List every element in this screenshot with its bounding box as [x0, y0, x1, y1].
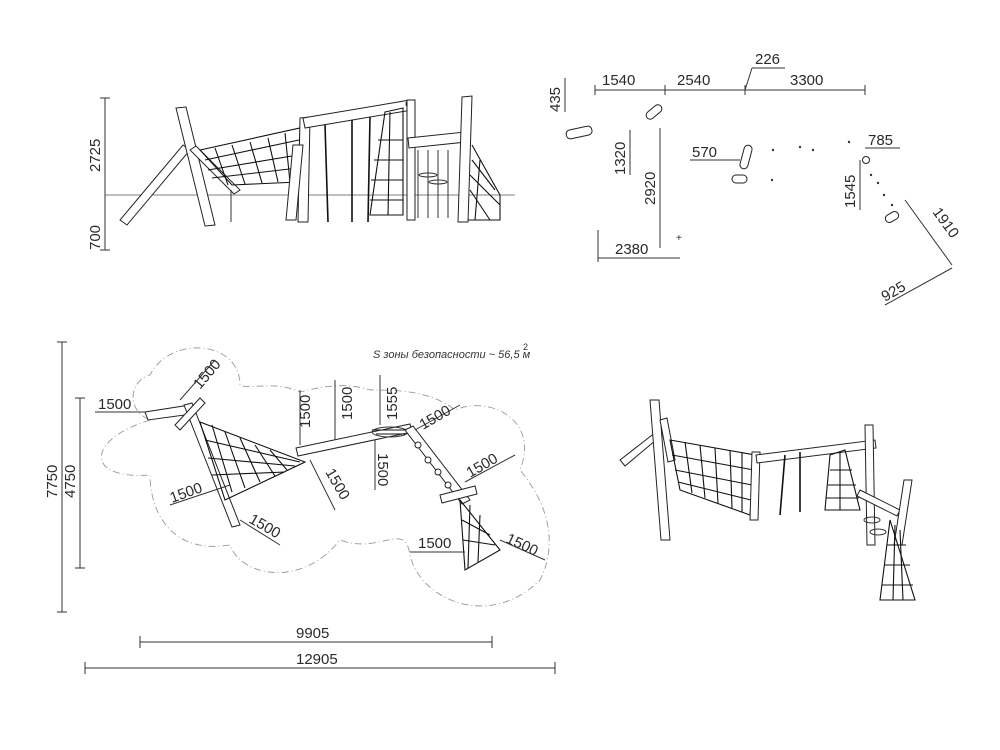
svg-text:+: + — [676, 233, 682, 244]
zone-dim: 1500 — [98, 396, 131, 413]
post-layout-view: 1540 2540 3300 226 435 + 1320 — [547, 51, 962, 305]
safety-zone-area-note: S зоны безопасности ~ 56,5 м — [373, 349, 531, 361]
leaning-post — [119, 144, 191, 226]
dim-1910: 1910 — [929, 204, 962, 241]
zone-dim: 1500 — [418, 535, 451, 552]
dim-435: 435 — [547, 87, 564, 112]
climbing-net-plan — [199, 421, 307, 501]
vertical-post — [864, 424, 876, 546]
dim-570: 570 — [692, 144, 717, 161]
zone-dim: 1500 — [374, 453, 391, 486]
zone-dim: 1500 — [503, 530, 540, 560]
dim-925: 925 — [879, 278, 909, 305]
rung-beam — [407, 131, 467, 149]
dim-3300: 3300 — [790, 72, 823, 89]
zone-dim: 1500 — [417, 402, 454, 433]
diag-dimension-line — [904, 199, 953, 266]
rung-beam — [856, 489, 901, 517]
climbing-net — [198, 127, 301, 186]
vertical-post — [749, 451, 761, 521]
zone-dim: 1500 — [246, 511, 283, 542]
dim-2540: 2540 — [677, 72, 710, 89]
dim-2920: 2920 — [642, 172, 659, 205]
safety-zone-outline — [100, 347, 550, 607]
dim-height-2725: 2725 — [87, 139, 104, 172]
climbing-net — [369, 107, 404, 216]
side-elevation-view: 2725 700 — [87, 95, 515, 251]
climbing-net — [468, 144, 501, 221]
vertical-post — [285, 144, 304, 221]
vertical-post — [406, 99, 416, 221]
dim-1540: 1540 — [602, 72, 635, 89]
zone-dim: 1500 — [464, 450, 501, 481]
dim-depth-700: 700 — [87, 225, 104, 250]
zone-dim: 1500 — [190, 356, 224, 392]
zone-dim: 1500 — [168, 479, 205, 506]
climbing-net — [824, 449, 861, 511]
zone-dim: 1500 — [297, 395, 314, 428]
plan-structure — [144, 397, 501, 571]
climbing-net-plan — [459, 498, 501, 571]
hanging-ropes — [324, 116, 371, 223]
dim-2380: 2380 — [615, 241, 648, 258]
zone-dimensions: 1500 1500 1500 1500 1555 1500 1500 1500 … — [95, 356, 546, 561]
dim-9905: 9905 — [296, 625, 329, 642]
hanging-ropes — [779, 452, 801, 516]
top-beam — [302, 99, 413, 129]
dim-1320: 1320 — [612, 142, 629, 175]
dim-785: 785 — [868, 132, 893, 149]
plan-view: S зоны безопасности ~ 56,5 м 2 — [44, 341, 556, 674]
ladder-rungs — [417, 150, 449, 218]
dim-7750: 7750 — [44, 465, 61, 498]
dim-1555: 1555 — [384, 387, 401, 420]
dim-226: 226 — [755, 51, 780, 68]
dim-4750: 4750 — [62, 465, 79, 498]
post-markers: + — [565, 104, 900, 244]
dim-1545: 1545 — [842, 175, 859, 208]
zone-dim: 1500 — [339, 387, 356, 420]
vertical-post — [649, 399, 671, 541]
leaning-post — [175, 106, 216, 227]
perspective-view — [619, 399, 916, 601]
climbing-net — [669, 439, 756, 516]
vertical-post — [457, 95, 473, 223]
brace-beam — [659, 417, 676, 463]
safety-zone-area-superscript: 2 — [523, 342, 528, 352]
top-beam — [755, 439, 877, 464]
climbing-net — [879, 519, 916, 601]
zone-dim: 1500 — [322, 466, 353, 503]
dim-12905: 12905 — [296, 651, 338, 668]
